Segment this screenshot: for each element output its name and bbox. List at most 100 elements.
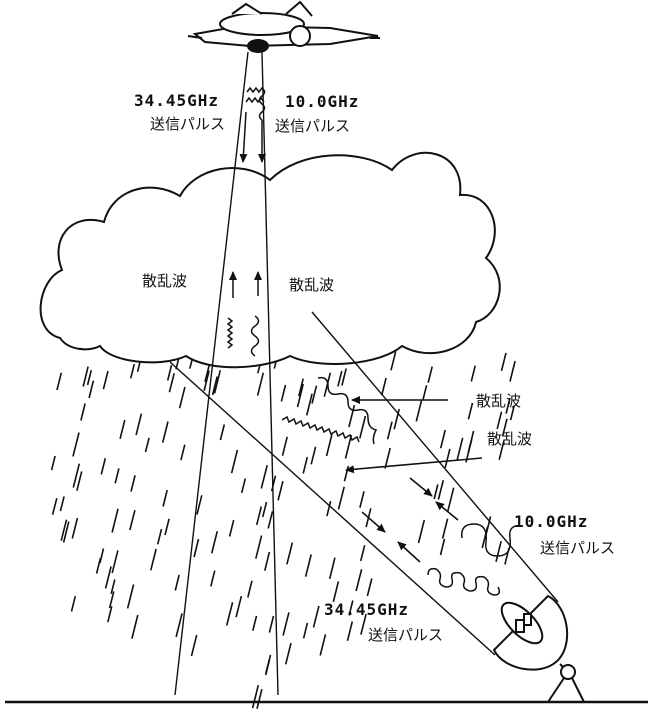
rain-streak <box>509 360 516 382</box>
rain-streak <box>50 455 56 471</box>
air-pulse-10-label: 送信パルス <box>275 117 351 135</box>
rain-streak <box>359 415 367 439</box>
rain-streak <box>230 449 239 474</box>
aircraft-icon <box>187 0 380 53</box>
rain-streak <box>444 448 451 468</box>
rain-streak <box>111 508 119 533</box>
rain-streak <box>110 579 116 594</box>
rain-streak <box>286 542 294 565</box>
beam-scatter-waves <box>281 376 523 596</box>
rain-streak <box>280 384 287 402</box>
rain-streak <box>470 365 476 382</box>
rain-streak <box>312 605 320 628</box>
rain-streak <box>456 437 464 460</box>
rain-streak <box>107 606 113 623</box>
air-freq-34-label: 34.45GHz <box>134 91 220 110</box>
rain-streak <box>359 491 365 508</box>
rain-streak <box>129 363 136 379</box>
rain-streak <box>437 480 445 500</box>
ground-pulse-34-label: 送信パルス <box>368 626 444 644</box>
rain-streak <box>104 566 112 589</box>
rain-streak <box>166 365 173 381</box>
rain-streak <box>319 634 327 656</box>
rain-streaks <box>50 342 516 709</box>
rain-streak <box>76 471 83 491</box>
rain-streak <box>346 621 354 641</box>
rain-streak <box>95 558 102 574</box>
rain-streak <box>260 465 268 489</box>
rain-streak <box>164 518 170 536</box>
rain-streak <box>332 581 340 603</box>
rain-streak <box>495 540 502 562</box>
rain-streak <box>417 519 426 544</box>
rain-streak <box>325 433 333 457</box>
rain-streak <box>180 444 186 461</box>
rain-streak <box>240 478 247 494</box>
rain-streak <box>366 578 373 597</box>
rain-streak <box>267 511 274 529</box>
ground-beam <box>169 311 559 656</box>
rain-streak <box>390 351 397 371</box>
rain-streak <box>277 481 284 501</box>
rain-streak <box>130 475 136 492</box>
rain-streak <box>144 437 150 453</box>
rain-streak <box>100 458 107 475</box>
rain-streak <box>348 404 356 428</box>
rain-streak <box>496 411 503 430</box>
rain-streak <box>310 446 317 465</box>
rain-streak <box>381 377 387 396</box>
rain-streak <box>108 591 115 609</box>
rain-streak <box>344 434 353 459</box>
rain-streak <box>168 373 175 393</box>
aircraft-pulses <box>239 86 266 163</box>
rain-streak <box>264 551 271 571</box>
rain-streak <box>213 370 222 394</box>
rain-streak <box>72 463 81 488</box>
rain-streak <box>298 378 304 397</box>
rain-streak <box>281 436 288 456</box>
rain-streak <box>60 519 68 541</box>
rain-streak <box>193 538 200 558</box>
rain-streak <box>126 584 135 609</box>
rain-streak <box>175 613 183 638</box>
rain-streak <box>439 429 446 449</box>
rain-streak <box>252 615 258 631</box>
rain-streak <box>219 424 226 441</box>
rain-streak <box>71 517 79 539</box>
scatter-mid1-label: 散乱波 <box>476 392 522 410</box>
rain-streak <box>255 535 263 559</box>
rain-streak <box>88 380 95 399</box>
rain-streak <box>355 569 363 592</box>
rain-streak <box>131 614 139 639</box>
rain-streak <box>210 531 219 554</box>
rain-streak <box>304 554 312 577</box>
rain-streak <box>311 385 318 404</box>
rain-streak <box>337 486 345 510</box>
rain-streak <box>255 506 263 526</box>
rain-streak <box>282 612 290 636</box>
rain-streak <box>305 393 313 416</box>
rain-streak <box>441 518 449 539</box>
rain-streak <box>129 510 136 531</box>
scatter-left-label: 散乱波 <box>142 272 188 290</box>
rain-streak <box>427 366 433 383</box>
rain-streak <box>247 580 253 598</box>
radar-dish-icon <box>492 594 585 703</box>
rain-streak <box>447 487 455 512</box>
rain-streak <box>178 386 186 409</box>
rain-streak <box>102 370 109 390</box>
air-freq-10-label: 10.0GHz <box>285 92 360 111</box>
rain-streak <box>415 399 423 422</box>
rain-streak <box>467 402 474 420</box>
rain-streak <box>509 405 515 421</box>
rain-streak <box>228 519 235 537</box>
rain-streak <box>505 397 511 414</box>
rain-streak <box>72 432 80 457</box>
rain-streak <box>359 545 366 562</box>
rain-streak <box>393 408 400 430</box>
rain-streak <box>251 685 260 709</box>
rain-streak <box>384 447 391 469</box>
rain-streak <box>302 622 309 639</box>
rain-streak <box>86 370 93 386</box>
